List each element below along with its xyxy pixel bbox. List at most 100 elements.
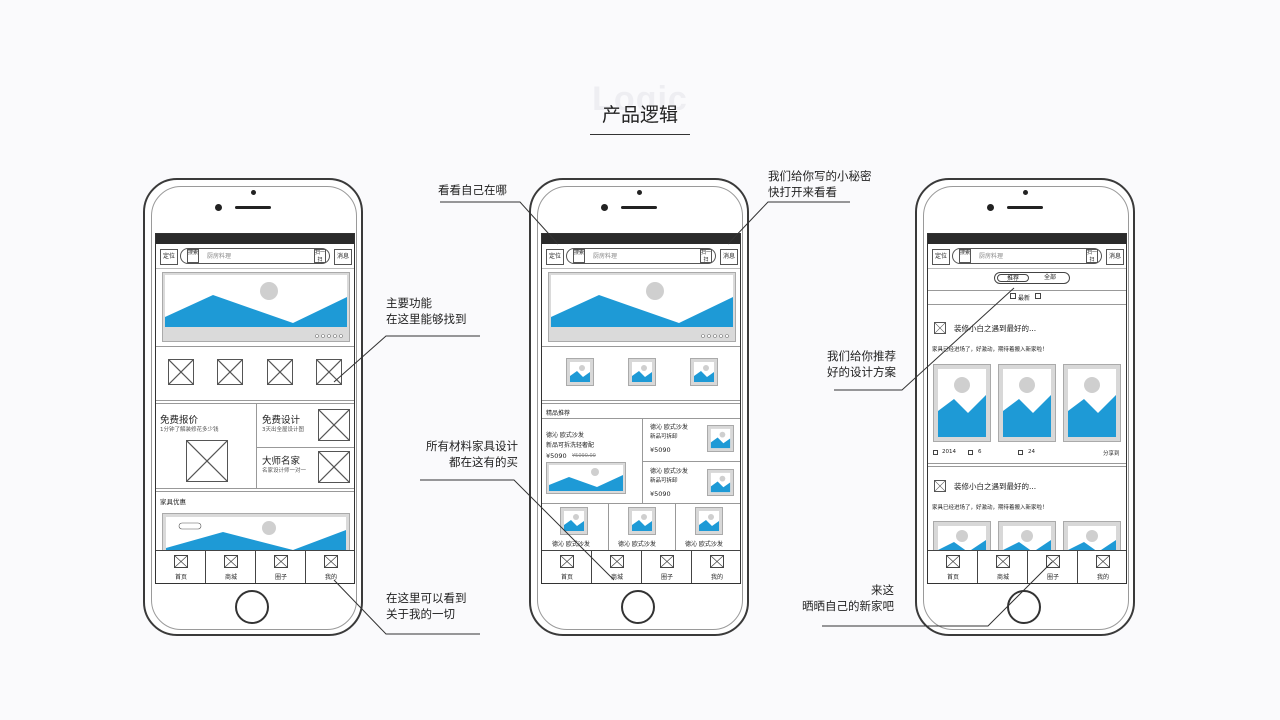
- me-tab-icon: [324, 555, 338, 568]
- sensor-dot: [637, 190, 642, 195]
- phone-frame: 定位 搜索 厨房料理 扫一扫 消息: [143, 178, 363, 636]
- annotation-come: 来这 晒晒自己的新家吧: [802, 583, 894, 613]
- sensor-dot: [1023, 190, 1028, 195]
- product-sub: 新品可拆洗轻奢配: [546, 442, 595, 449]
- category-3-image-icon[interactable]: [690, 358, 718, 386]
- home-button[interactable]: [1007, 590, 1041, 624]
- leader-secret: [727, 201, 850, 245]
- search-placeholder: 厨房料理: [207, 253, 232, 260]
- location-button[interactable]: 定位: [932, 249, 950, 265]
- top-search-bar: 定位 搜索 厨房料理 扫一扫 消息: [156, 244, 354, 269]
- search-button[interactable]: 搜索: [959, 249, 971, 263]
- top-search-bar: 定位 搜索 厨房料理 扫一扫 消息: [928, 244, 1126, 269]
- tab-shop[interactable]: 商城: [592, 551, 642, 583]
- front-camera: [987, 204, 994, 211]
- message-button[interactable]: 消息: [1106, 249, 1124, 265]
- card-title: 免费设计: [262, 415, 301, 426]
- like-icon[interactable]: [1018, 450, 1023, 455]
- front-camera: [601, 204, 608, 211]
- page-header: Logic 产品逻辑: [0, 78, 1280, 138]
- section-title: 家具优惠: [160, 498, 186, 506]
- category-3-icon[interactable]: [267, 359, 293, 385]
- scan-button[interactable]: 扫一扫: [1086, 249, 1098, 263]
- category-1-image-icon[interactable]: [566, 358, 594, 386]
- phone-frame: 定位 搜索 厨房料理 扫一扫 消息: [529, 178, 749, 636]
- search-input[interactable]: 搜索 厨房料理 扫一扫: [180, 248, 330, 264]
- avatar-icon: [934, 480, 946, 492]
- status-bar: [928, 234, 1126, 244]
- tab-me[interactable]: 我的: [306, 551, 354, 583]
- product-image-icon: [695, 507, 723, 535]
- promo-image-icon: [166, 517, 346, 554]
- circle-tab-icon: [660, 555, 674, 568]
- tab-latest[interactable]: 最新: [1018, 295, 1031, 302]
- category-1-icon[interactable]: [168, 359, 194, 385]
- search-button[interactable]: 搜索: [187, 249, 199, 263]
- comment-icon[interactable]: [968, 450, 973, 455]
- phone-screen: 定位 搜索 厨房料理 扫一扫 消息: [541, 233, 741, 584]
- product-name: 德沁 欧式沙发: [546, 432, 584, 439]
- search-button[interactable]: 搜索: [573, 249, 585, 263]
- bottom-tab-bar: 首页 商城 圈子 我的: [928, 550, 1126, 583]
- card-desc: 名家设计师一对一: [262, 468, 307, 474]
- post-year: 2014: [942, 449, 956, 455]
- post-desc: 家具已经进场了，好激动，期待着搬入新家啦！: [932, 505, 1048, 511]
- home-button[interactable]: [235, 590, 269, 624]
- banner-carousel[interactable]: [548, 272, 736, 342]
- tab-shop[interactable]: 商城: [978, 551, 1028, 583]
- leader-recommend: [834, 287, 1015, 391]
- tab-shop[interactable]: 商城: [206, 551, 256, 583]
- tab-all[interactable]: 全部: [1043, 274, 1056, 281]
- scan-button[interactable]: 扫一扫: [314, 249, 326, 263]
- phone-screen: 定位 搜索 厨房料理 扫一扫 消息 推荐 全部 最新 装修小白之遇到最好的...: [927, 233, 1127, 584]
- card-title: 大师名家: [262, 456, 301, 467]
- promo-banner[interactable]: [162, 513, 350, 555]
- post-image-icon: [933, 364, 991, 442]
- leader-come: [822, 561, 1053, 627]
- banner-image-icon: [551, 275, 733, 338]
- phone-screen: 定位 搜索 厨房料理 扫一扫 消息: [155, 233, 355, 584]
- tab-recommend[interactable]: 推荐: [997, 274, 1029, 282]
- title-underline: [590, 134, 690, 135]
- location-button[interactable]: 定位: [546, 249, 564, 265]
- tab-circle[interactable]: 圈子: [256, 551, 306, 583]
- product-name: 德沁 欧式沙发: [650, 468, 688, 475]
- location-button[interactable]: 定位: [160, 249, 178, 265]
- scan-button[interactable]: 扫一扫: [700, 249, 712, 263]
- home-button[interactable]: [621, 590, 655, 624]
- earpiece-speaker: [1007, 206, 1043, 209]
- product-name: 德沁 欧式沙发: [618, 541, 656, 548]
- tab-me[interactable]: 我的: [692, 551, 740, 583]
- product-image-icon: [707, 425, 734, 452]
- tab-me[interactable]: 我的: [1078, 551, 1126, 583]
- category-2-icon[interactable]: [217, 359, 243, 385]
- tab-home[interactable]: 首页: [928, 551, 978, 583]
- annotation-secret: 我们给你写的小秘密 快打开来看看: [768, 169, 872, 199]
- category-4-icon[interactable]: [316, 359, 342, 385]
- tab-circle[interactable]: 圈子: [642, 551, 692, 583]
- shop-tab-icon: [224, 555, 238, 568]
- product-old-price: ¥5090.00: [572, 453, 596, 459]
- annotation-about-me: 在这里可以看到 关于我的一切: [386, 591, 467, 621]
- sort-left-icon: [1010, 293, 1016, 299]
- earpiece-speaker: [235, 206, 271, 209]
- feed-switch: 推荐 全部: [994, 272, 1070, 284]
- tab-home[interactable]: 首页: [542, 551, 592, 583]
- product-price: ¥5090: [546, 452, 567, 460]
- search-input[interactable]: 搜索 厨房料理 扫一扫: [952, 248, 1102, 264]
- status-bar: [156, 234, 354, 244]
- product-name: 德沁 欧式沙发: [552, 541, 590, 548]
- tab-home[interactable]: 首页: [156, 551, 206, 583]
- search-input[interactable]: 搜索 厨房料理 扫一扫: [566, 248, 716, 264]
- shop-tab-icon: [996, 555, 1010, 568]
- message-button[interactable]: 消息: [334, 249, 352, 265]
- leader-look-self: [440, 201, 559, 245]
- banner-carousel[interactable]: [162, 272, 350, 342]
- like-count: 24: [1028, 449, 1035, 455]
- leader-main-func: [333, 335, 480, 383]
- message-button[interactable]: 消息: [720, 249, 738, 265]
- category-2-image-icon[interactable]: [628, 358, 656, 386]
- share-link[interactable]: 分享到: [1103, 451, 1120, 457]
- post-image-icon: [1063, 364, 1121, 442]
